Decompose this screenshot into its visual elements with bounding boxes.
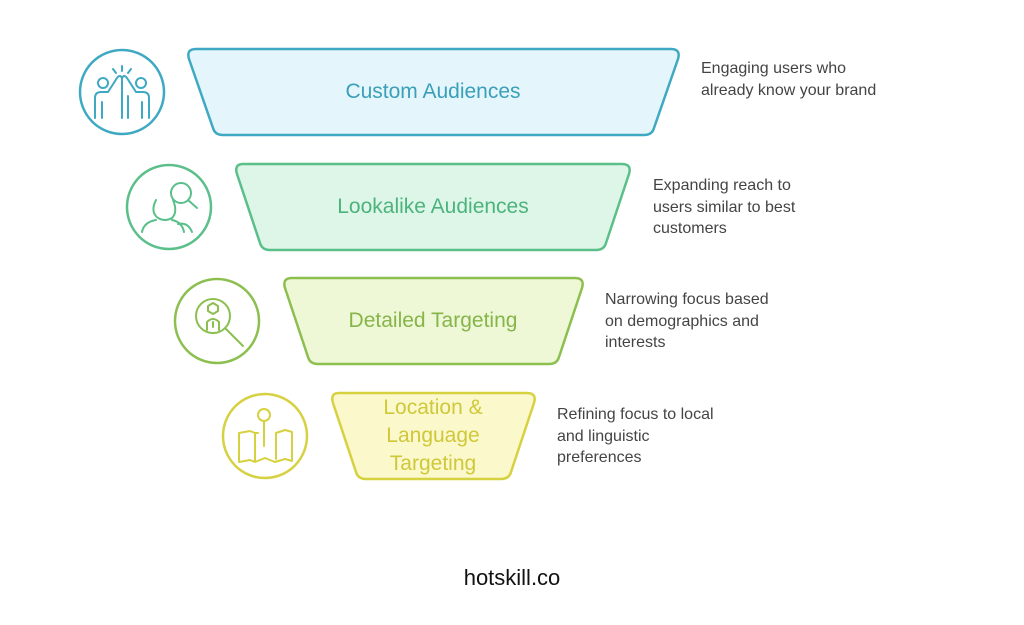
stage-1-shapes [78, 47, 680, 137]
stage-description-1: Engaging users who already know your bra… [701, 58, 876, 101]
description-line: Narrowing focus based [605, 291, 769, 308]
stage-title-custom-audiences: Custom Audiences [345, 80, 521, 103]
stage-description-4: Refining focus to local and linguistic p… [557, 404, 714, 469]
high-five-icon [94, 65, 150, 119]
description-line: Expanding reach to [653, 177, 791, 194]
description-line: already know your brand [701, 81, 877, 99]
description-line: Refining focus to local [557, 406, 714, 423]
title-line: Language [386, 424, 480, 447]
footer-brand: hotskill.co [463, 565, 561, 590]
description-line: customers [653, 220, 727, 237]
funnel-segment-2 [235, 162, 631, 252]
stage-2-shapes [125, 162, 631, 252]
description-line: preferences [557, 449, 642, 466]
stage-title-lookalike-audiences: Lookalike Audiences [337, 195, 529, 218]
stage-title-detailed-targeting: Detailed Targeting [348, 309, 518, 332]
funnel-segment-1 [187, 47, 680, 137]
funnel-segment-3 [283, 276, 584, 366]
stage-description-3: Narrowing focus based on demographics an… [605, 289, 769, 354]
description-line: users similar to best [653, 198, 796, 216]
map-pin-icon [238, 408, 293, 463]
title-line: Location & [383, 396, 483, 419]
description-line: Engaging users who [701, 60, 846, 77]
description-line: interests [605, 334, 666, 351]
description-line: and linguistic [557, 427, 650, 445]
description-line: on demographics and [605, 312, 759, 330]
user-search-icon [141, 182, 198, 233]
stage-4-shapes [221, 391, 536, 481]
stage-title-location-language-targeting: Location & Language Targeting [383, 394, 482, 478]
funnel-segment-4 [331, 391, 536, 481]
stage-description-2: Expanding reach to users similar to best… [653, 175, 795, 240]
stage-3-shapes [173, 276, 584, 366]
magnifier-target-icon [195, 298, 244, 347]
icon-circle-2 [125, 163, 213, 251]
title-line: Targeting [389, 452, 477, 475]
